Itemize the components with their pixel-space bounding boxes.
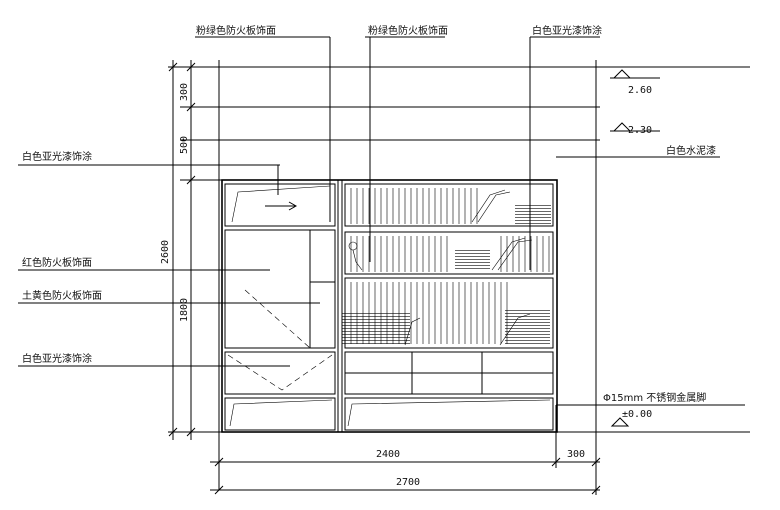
vertical-dimensions: 300 500 1800 2600 — [160, 83, 190, 322]
dim-300-horizontal: 300 — [567, 449, 585, 460]
callout-top-right: 白色亚光漆饰涂 — [532, 24, 602, 37]
dim-2700: 2700 — [396, 477, 420, 488]
level-floor: ±0.00 — [622, 409, 652, 420]
callout-left-4: 白色亚光漆饰涂 — [22, 352, 92, 365]
leader-lines — [18, 36, 745, 406]
books — [342, 188, 551, 346]
callout-left-1: 白色亚光漆饰涂 — [22, 150, 92, 163]
callout-top-mid: 粉绿色防火板饰面 — [368, 24, 448, 37]
cabinet — [221, 165, 558, 433]
callout-left-3: 土黄色防火板饰面 — [22, 289, 102, 302]
level-2-30: 2.30 — [628, 125, 652, 136]
dim-2600-vertical: 2600 — [160, 240, 171, 264]
callout-right-foot: Φ15mm 不锈钢金属脚 — [603, 391, 706, 404]
callout-right-wall: 白色水泥漆 — [666, 144, 716, 157]
callout-left-2: 红色防火板饰面 — [22, 256, 92, 269]
dim-300-vertical: 300 — [179, 83, 190, 101]
level-2-60: 2.60 — [628, 85, 652, 96]
callouts: 粉绿色防火板饰面 粉绿色防火板饰面 白色亚光漆饰涂 白色亚光漆饰涂 红色防火板饰… — [22, 24, 716, 404]
dim-2400: 2400 — [376, 449, 400, 460]
dim-500-vertical: 500 — [179, 136, 190, 154]
dim-1800-vertical: 1800 — [179, 298, 190, 322]
level-markers: 2.60 2.30 ±0.00 — [610, 69, 660, 427]
horizontal-dimensions: 2400 300 2700 — [210, 449, 601, 495]
callout-top-left: 粉绿色防火板饰面 — [196, 24, 276, 37]
